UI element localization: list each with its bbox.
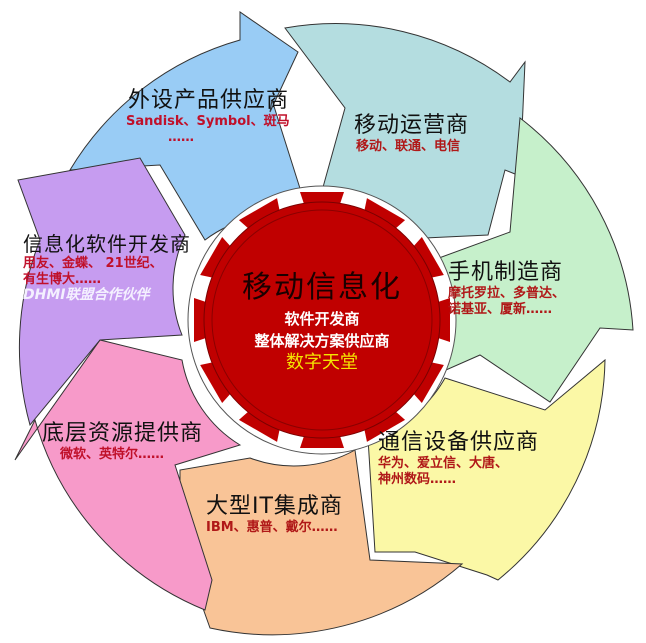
segment-title: 信息化软件开发商 bbox=[23, 232, 191, 256]
segment-detail: Sandisk、Symbol、斑马 bbox=[126, 114, 290, 130]
segment-detail: IBM、惠普、戴尔…… bbox=[206, 520, 338, 536]
segment-detail: 摩托罗拉、多普达、 bbox=[448, 286, 566, 302]
segment-detail: 诺基亚、厦新…… bbox=[448, 301, 553, 317]
segment-operator: 移动运营商 移动、联通、电信 bbox=[354, 113, 469, 155]
segment-detail: 神州数码…… bbox=[378, 471, 457, 487]
center-title: 移动信息化 bbox=[242, 270, 402, 305]
segment-telecom: 通信设备供应商 华为、爱立信、大唐、 神州数码…… bbox=[378, 430, 539, 488]
center-label: 移动信息化 软件开发商 整体解决方案供应商 数字天堂 bbox=[222, 270, 422, 374]
segment-infrastructure: 底层资源提供商 微软、英特尔…… bbox=[42, 421, 203, 463]
segment-detail: 微软、英特尔…… bbox=[60, 447, 165, 463]
center-highlight: 数字天堂 bbox=[286, 352, 358, 373]
segment-detail: …… bbox=[168, 129, 194, 145]
segment-software-dev: 信息化软件开发商 用友、金蝶、 21世纪、 有生博大…… DHMI联盟合作伙伴 bbox=[23, 232, 191, 304]
segment-it-integrator: 大型IT集成商 IBM、惠普、戴尔…… bbox=[206, 494, 343, 536]
gear-teeth bbox=[194, 192, 450, 448]
segment-detail: 用友、金蝶、 21世纪、 bbox=[23, 256, 163, 271]
segment-title: 通信设备供应商 bbox=[378, 430, 540, 455]
segment-title: 底层资源提供商 bbox=[42, 421, 204, 446]
segment-arrow-infrastructure bbox=[14, 339, 242, 611]
segment-title: 外设产品供应商 bbox=[128, 88, 290, 113]
segment-phone-maker: 手机制造商 摩托罗拉、多普达、 诺基亚、厦新…… bbox=[448, 260, 565, 318]
segment-detail: 移动、联通、电信 bbox=[356, 139, 461, 155]
center-disc-inner bbox=[211, 209, 433, 431]
segment-arrow-it-integrator bbox=[179, 449, 464, 636]
segment-detail: 华为、爱立信、大唐、 bbox=[378, 456, 509, 472]
segment-title: 手机制造商 bbox=[448, 260, 564, 285]
segment-arrow-software-dev bbox=[17, 157, 186, 427]
segment-title: 大型IT集成商 bbox=[206, 494, 343, 519]
segment-note: DHMI联盟合作伙伴 bbox=[23, 287, 150, 304]
segment-detail: 有生博大…… bbox=[23, 271, 102, 287]
center-line: 整体解决方案供应商 bbox=[254, 332, 390, 350]
segment-title: 移动运营商 bbox=[354, 113, 470, 138]
segment-peripheral: 外设产品供应商 Sandisk、Symbol、斑马 …… bbox=[126, 88, 290, 146]
center-line: 软件开发商 bbox=[284, 310, 360, 328]
